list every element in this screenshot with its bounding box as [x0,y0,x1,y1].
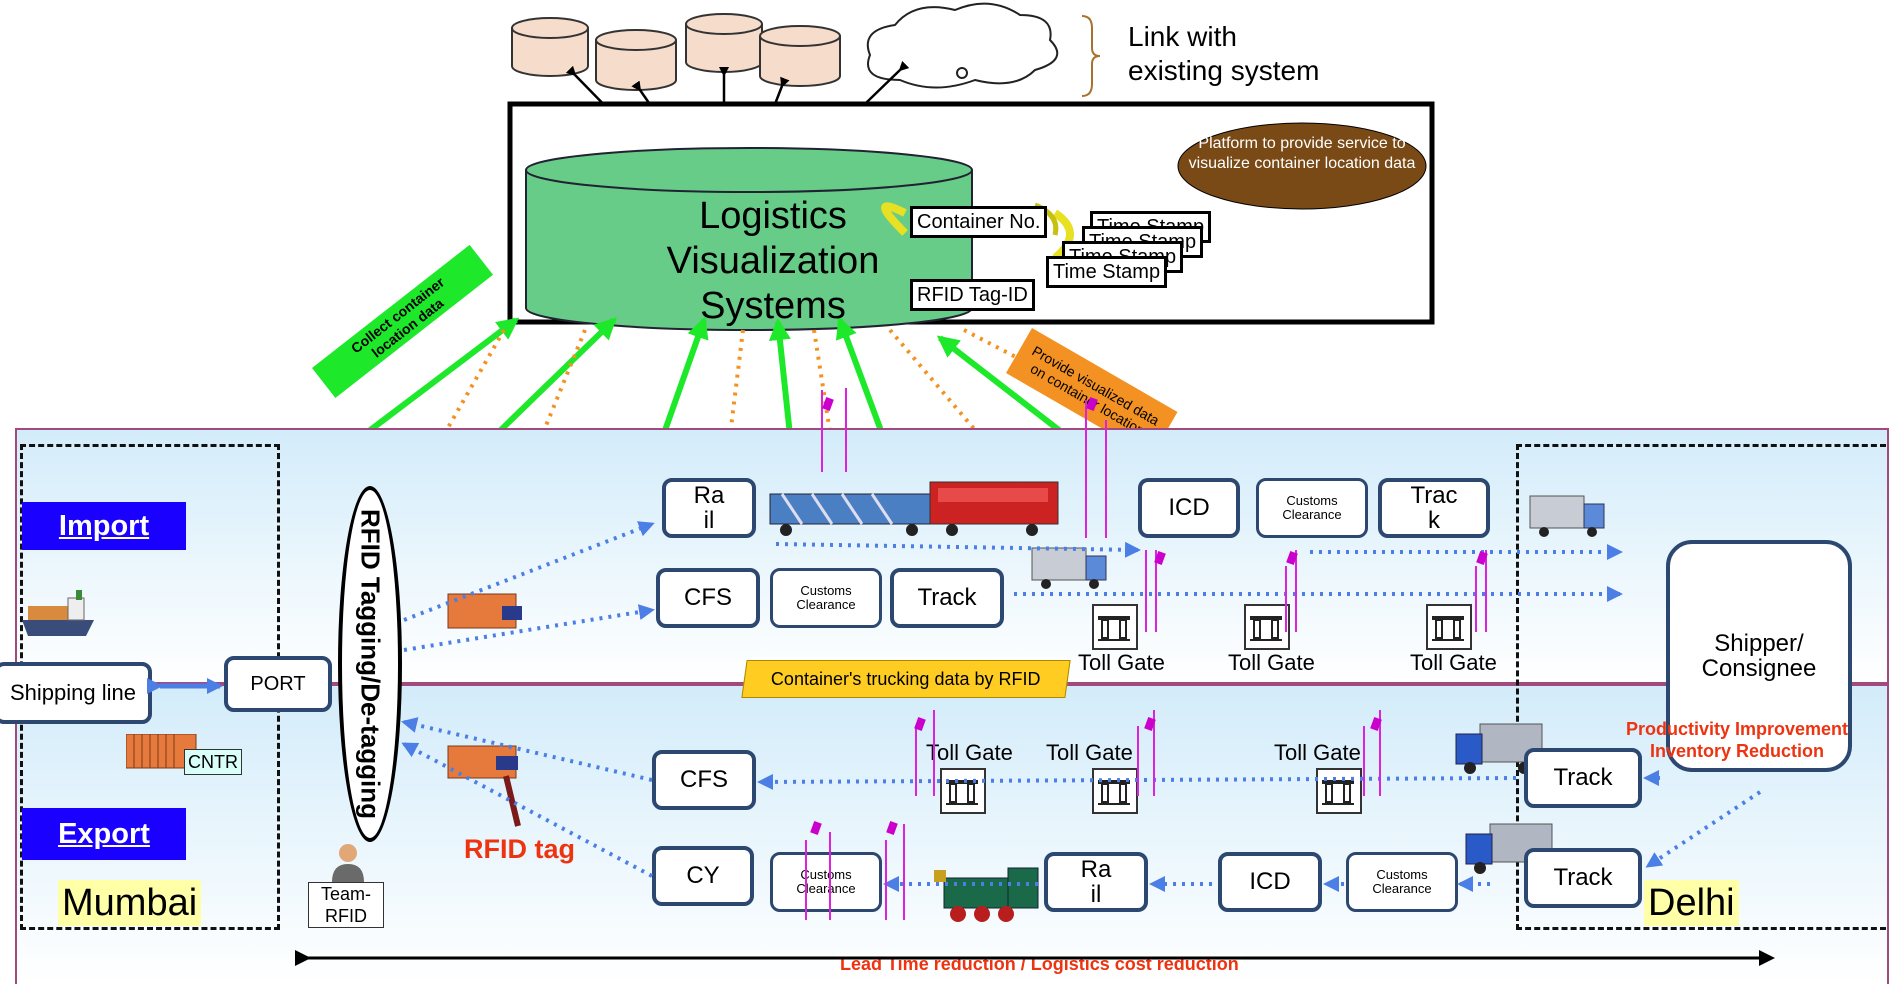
system-title-line2: Visualization [666,240,880,282]
import-customs-mid-node: Customs Clearance [770,568,882,628]
export-cfs-node: CFS [652,750,756,810]
import-track-mid-node: Track [890,568,1004,628]
toll-gate-icon [1426,604,1472,650]
toll-gate-icon [1092,604,1138,650]
toll-gate-label: Toll Gate [926,740,1013,765]
link-existing-line1: Link with [1128,21,1237,52]
flow-arrows [401,521,1762,892]
export-cy-label: CY [686,862,720,890]
platform-oval [1177,122,1427,210]
export-customs-node: Customs Clearance [770,852,882,912]
shipping-line-node: Shipping line [0,662,152,724]
export-cfs-label: CFS [680,766,728,794]
link-existing-line2: existing system [1128,55,1320,86]
import-band [15,428,1889,684]
import-cfs-node: CFS [656,568,760,628]
import-rail-label: Rail [693,481,725,534]
toll-gate-icon [1316,768,1362,814]
rfid-tag-label: RFID tag [464,834,575,864]
export-cy-node: CY [652,846,754,906]
toll-gate-label: Toll Gate [1046,740,1133,765]
import-track-top-label: Track [1410,481,1458,534]
productivity-line2: Inventory Reduction [1650,741,1825,761]
team-rfid-label: Team-RFID [308,882,384,928]
link-existing-label: Link with existing system [1128,20,1319,88]
export-track-top-label: Track [1553,764,1613,792]
delhi-label: Delhi [1644,880,1739,926]
port-node: PORT [224,656,332,712]
time-stamp-box: Time Stamp [1046,256,1168,288]
export-rail-node: Rail [1044,852,1148,912]
export-track-top-node: Track [1524,748,1642,808]
mumbai-label: Mumbai [58,880,202,926]
toll-gate-label: Toll Gate [1410,650,1497,675]
import-customs-node: Customs Clearance [1256,478,1368,538]
cloud-icon [866,2,1059,89]
system-title-line1: Logistics [699,195,847,237]
port-label: PORT [250,672,306,695]
platform-text: Platform to provide service to visualize… [1188,135,1416,172]
system-title: Logistics Visualization Systems [618,194,928,329]
import-customs-mid-label: Customs Clearance [796,583,856,612]
export-customs-label: Customs Clearance [796,867,856,896]
rfid-gate-poles [805,388,1487,920]
export-track-bottom-node: Track [1524,848,1642,908]
rfid-tagging-label: RFID Tagging/De-tagging [355,508,386,820]
shipper-label: Shipper/ Consignee [1701,629,1817,682]
import-icd-node: ICD [1138,478,1240,538]
import-label: Import [22,502,186,550]
shipping-line-label: Shipping line [10,680,136,706]
rfid-reader-marks [810,396,1488,836]
toll-gate-icon [1244,604,1290,650]
productivity-line1: Productivity Improvement [1626,719,1849,739]
rfid-tagging-oval: RFID Tagging/De-tagging [338,486,402,842]
export-label: Export [22,808,186,860]
export-icd-node: ICD [1218,852,1322,912]
export-track-bottom-label: Track [1553,864,1613,892]
cycle-arrows-icon [881,202,1074,262]
import-icd-label: ICD [1168,494,1210,522]
freight-train-icon [769,481,1059,536]
import-cfs-label: CFS [684,584,732,612]
person-icon [332,844,364,882]
export-customs-right-node: Customs Clearance [1346,852,1458,912]
system-title-line3: Systems [700,285,846,327]
toll-gate-icon [940,768,986,814]
shipper-node: Shipper/ Consignee [1666,540,1852,772]
toll-gate-label: Toll Gate [1078,650,1165,675]
rfid-tag-id-box: RFID Tag-ID [910,279,1035,311]
container-icon [447,593,522,629]
import-rail-node: Rail [662,478,756,538]
export-customs-right-label: Customs Clearance [1372,867,1432,896]
export-rail-label: Rail [1080,855,1112,908]
container-no-box: Container No. [910,206,1048,238]
import-customs-label: Customs Clearance [1282,493,1342,522]
import-track-top-node: Track [1378,478,1490,538]
brace-icon [1081,15,1101,97]
import-track-mid-label: Track [917,584,977,612]
ship-icon [22,590,94,636]
toll-gate-label: Toll Gate [1274,740,1361,765]
database-icon [511,13,841,91]
truck-icon [1031,547,1107,589]
truck-icon [1529,495,1605,537]
productivity-label: Productivity Improvement Inventory Reduc… [1626,718,1848,762]
export-icd-label: ICD [1249,868,1291,896]
toll-gate-label: Toll Gate [1228,650,1315,675]
cntr-label: CNTR [184,749,242,775]
system-cylinder-icon [525,147,973,331]
delhi-region [1516,444,1886,930]
